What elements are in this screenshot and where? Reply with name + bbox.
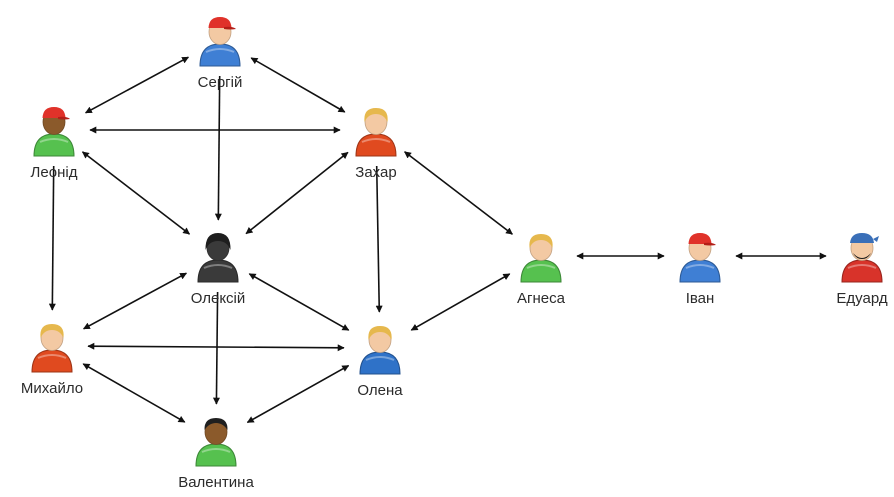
person-label: Іван — [685, 290, 715, 307]
person-node-leonid: Леонід — [31, 107, 77, 181]
person-label: Сергій — [197, 74, 243, 91]
edge-oleksii-olena — [248, 273, 350, 331]
edge-oleksii-mykhailo — [82, 272, 188, 330]
edge-serhii-oleksii — [214, 75, 222, 221]
edge-olena-valentyna — [246, 364, 350, 424]
person-label: Олена — [357, 382, 403, 399]
edge-serhii-zakhar — [250, 57, 346, 113]
person-icon — [197, 233, 239, 283]
edge-zakhar-olena — [375, 165, 383, 313]
person-icon — [359, 326, 401, 375]
edge-leonid-oleksii — [81, 151, 191, 235]
person-icon — [520, 234, 562, 283]
edge-oleksii-valentyna — [212, 291, 220, 405]
person-node-mykhailo: Михайло — [21, 324, 83, 397]
person-label: Леонід — [30, 164, 78, 181]
person-icon — [679, 233, 721, 283]
person-icon — [33, 107, 75, 157]
person-node-olena: Олена — [357, 326, 403, 399]
person-label: Валентина — [178, 474, 254, 491]
person-icon — [195, 418, 237, 467]
person-icon — [355, 108, 397, 157]
person-node-serhii: Сергій — [198, 17, 242, 91]
person-label: Едуард — [836, 290, 888, 307]
person-label: Захар — [355, 164, 397, 181]
person-icon — [31, 324, 73, 373]
person-label: Олексій — [190, 290, 246, 307]
person-node-ivan: Іван — [679, 233, 721, 307]
person-label: Михайло — [20, 380, 84, 397]
edge-zakhar-oleksii — [245, 151, 349, 235]
person-icon — [199, 17, 241, 67]
person-label: Агнеса — [517, 290, 565, 307]
edge-olena-ahnesa — [410, 273, 511, 331]
person-node-oleksii: Олексій — [191, 233, 245, 307]
edge-leonid-mykhailo — [48, 165, 56, 311]
person-node-valentyna: Валентина — [178, 418, 254, 491]
edge-mykhailo-valentyna — [82, 363, 186, 423]
person-icon — [841, 233, 883, 283]
edge-zakhar-ahnesa — [404, 151, 513, 235]
person-node-zakhar: Захар — [355, 108, 397, 181]
person-node-ahnesa: Агнеса — [517, 234, 565, 307]
edge-serhii-leonid — [84, 56, 190, 114]
person-node-eduard: Едуард — [836, 233, 888, 307]
edge-mykhailo-olena — [87, 342, 345, 352]
